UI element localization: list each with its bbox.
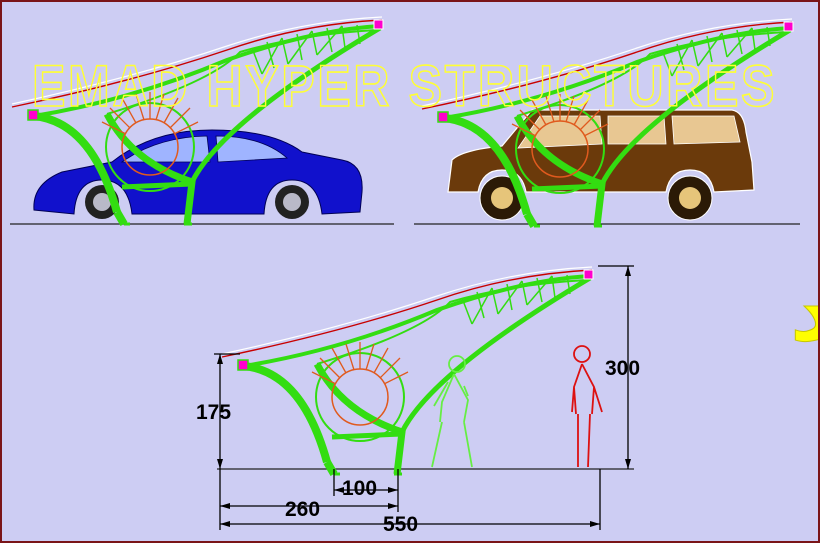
watermark-latin: EMAD HYPER STRUCTURES bbox=[32, 54, 777, 119]
watermark-arabic: ابرسازه های عماد bbox=[790, 265, 820, 360]
dimension-label-550: 550 bbox=[383, 513, 418, 536]
dimension-label-300: 300 bbox=[605, 357, 640, 380]
green-person-icon bbox=[431, 355, 473, 468]
dimension-label-175: 175 bbox=[196, 401, 231, 424]
red-person-icon bbox=[571, 345, 603, 468]
suv-carport-view bbox=[414, 19, 800, 226]
dimension-lines bbox=[214, 265, 634, 530]
dimension-label-260: 260 bbox=[285, 498, 320, 521]
dimension-label-100: 100 bbox=[342, 477, 377, 500]
sedan-carport-view bbox=[10, 17, 394, 224]
dimensioned-elevation-view: 175 300 100 260 550 bbox=[196, 266, 640, 536]
